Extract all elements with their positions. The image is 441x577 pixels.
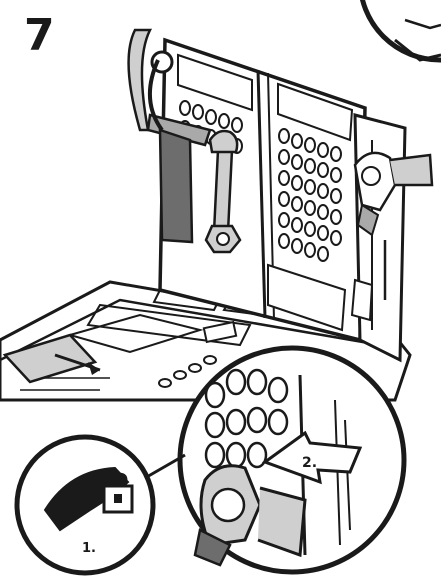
detail-circle-top [360, 0, 441, 60]
detail-circle-unlock: 1. [17, 437, 153, 573]
step-label-slide: 2. [302, 455, 317, 471]
side-post [352, 115, 405, 360]
step-label-unlock: 1. [82, 541, 96, 556]
